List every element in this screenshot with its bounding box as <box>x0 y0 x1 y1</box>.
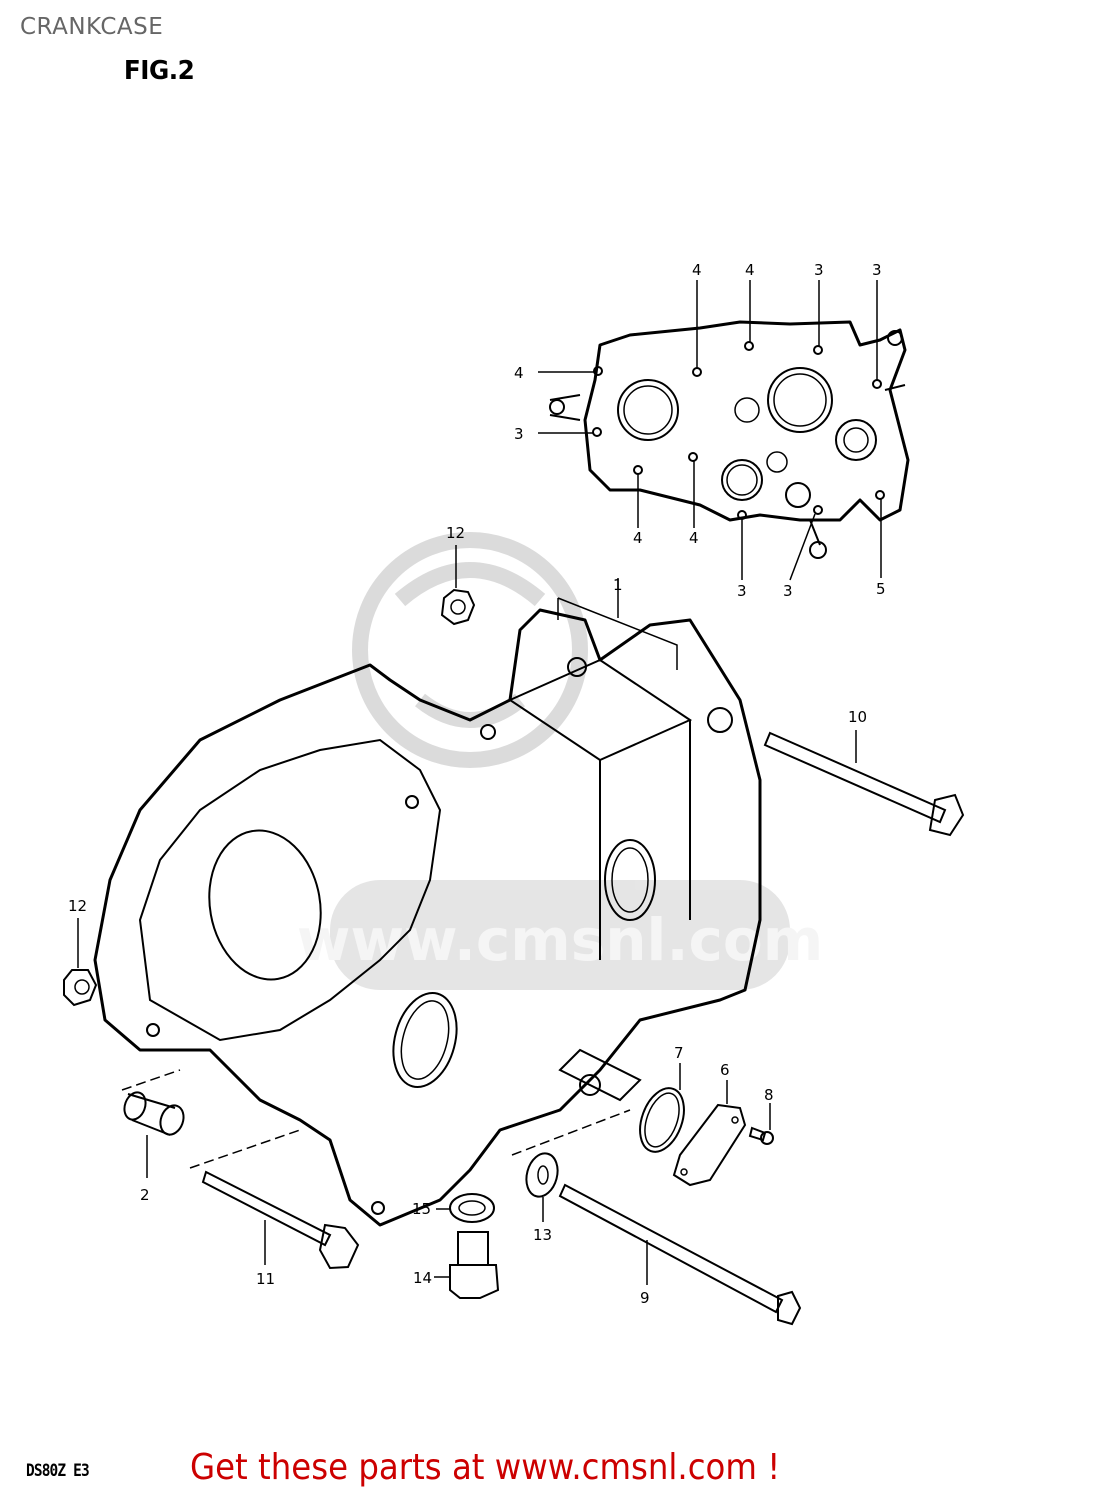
callout-label-15: 15 <box>412 1200 431 1218</box>
callout-label-7: 7 <box>674 1044 684 1062</box>
part-7-o-ring: 7 <box>639 1044 685 1153</box>
callout-label-9: 9 <box>640 1289 650 1307</box>
callout-label-4c: 4 <box>745 261 755 279</box>
callout-label-1: 1 <box>613 576 623 594</box>
part-2-dowel: 2 <box>121 1069 185 1204</box>
callout-label-3e: 3 <box>783 582 793 600</box>
callout-label-13: 13 <box>533 1226 552 1244</box>
callout-label-6: 6 <box>720 1061 730 1079</box>
part-14-drain-plug: 14 <box>413 1231 500 1299</box>
watermark-logo: www.cmsnl.com <box>297 532 823 990</box>
callout-label-2: 2 <box>140 1186 150 1204</box>
callout-label-3d: 3 <box>737 582 747 600</box>
callout-label-5: 5 <box>876 580 886 598</box>
part-10-bolt: 10 <box>763 708 965 837</box>
callout-label-11: 11 <box>256 1270 275 1288</box>
part-9-bolt: 9 <box>558 1183 802 1326</box>
part-12-nut-left: 12 <box>63 897 98 1007</box>
callout-label-8: 8 <box>764 1086 774 1104</box>
callout-label-3b: 3 <box>814 261 824 279</box>
page-title: CRANKCASE <box>20 14 164 40</box>
watermark-text: www.cmsnl.com <box>297 906 823 974</box>
model-code: DS80Z E3 <box>26 1461 90 1481</box>
callout-label-3a: 3 <box>514 425 524 443</box>
figure-label: FIG.2 <box>123 56 195 86</box>
part-11-bolt: 11 <box>189 1129 360 1288</box>
callout-label-3c: 3 <box>872 261 882 279</box>
callout-label-4b: 4 <box>692 261 702 279</box>
cta-link[interactable]: Get these parts at www.cmsnl.com ! <box>190 1447 781 1488</box>
inset-crankcase-half <box>538 280 910 581</box>
main-crankcase-body <box>93 608 762 1227</box>
callout-label-4a: 4 <box>514 364 524 382</box>
callout-label-4d: 4 <box>633 529 643 547</box>
callout-label-12b: 12 <box>68 897 87 915</box>
callout-label-4e: 4 <box>689 529 699 547</box>
callout-label-14: 14 <box>413 1269 432 1287</box>
callout-label-12a: 12 <box>446 524 465 542</box>
part-15-washer: 15 <box>412 1193 495 1223</box>
part-6-cover-plate: 6 <box>672 1061 747 1187</box>
part-12-nut-top: 12 <box>440 524 476 626</box>
part-13-washer: 13 <box>511 1109 631 1244</box>
callout-label-10: 10 <box>848 708 867 726</box>
part-8-screw: 8 <box>748 1086 774 1145</box>
callout-1: 1 <box>557 576 678 670</box>
